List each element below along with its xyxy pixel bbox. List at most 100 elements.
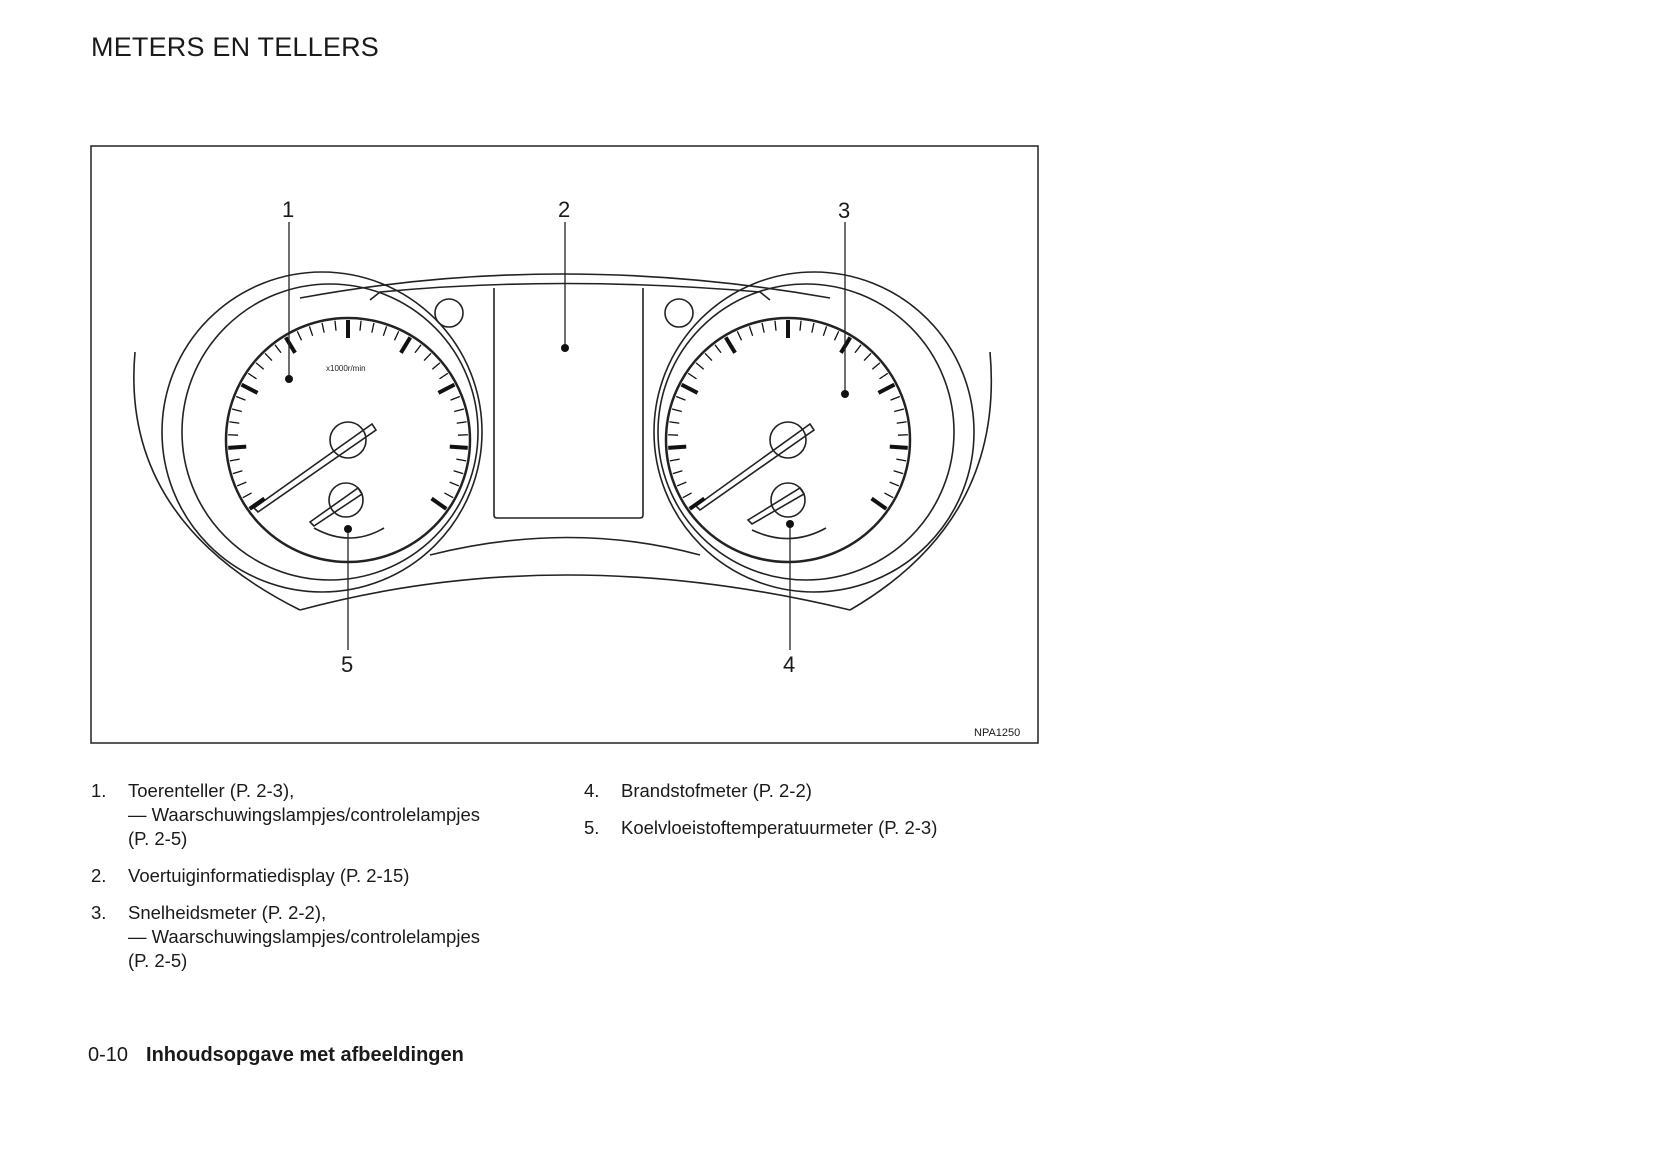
dial-tick <box>774 320 777 331</box>
dial-tick <box>456 421 467 424</box>
speedo-needle-hub <box>769 421 807 459</box>
tacho-unit-label: x1000r/min <box>326 364 366 373</box>
dial-tick <box>274 344 282 354</box>
page-number: 0-10 <box>88 1044 129 1066</box>
item-text: — Waarschuwingslampjes/controlelampjes <box>128 926 480 947</box>
dial-tick <box>232 470 243 475</box>
dial-tick <box>296 330 303 341</box>
dial-tick <box>308 326 314 337</box>
dial-tick <box>675 395 686 401</box>
legend-item: 3. Snelheidsmeter (P. 2-2), — Waarschuwi… <box>91 901 561 973</box>
figure-frame <box>90 145 1039 744</box>
dial-tick <box>242 492 252 499</box>
tacho-needle <box>252 422 378 514</box>
dial-tick <box>877 382 896 395</box>
dial-tick <box>871 362 881 370</box>
housing-bottom <box>299 574 851 611</box>
dial-tick <box>688 496 706 511</box>
dial-tick <box>255 362 265 370</box>
speedo-bezel-outer <box>653 271 975 593</box>
dial-tick <box>799 320 802 331</box>
item-number: 3. <box>91 902 107 923</box>
dial-tick <box>668 444 687 450</box>
dial-tick <box>444 492 454 499</box>
dial-tick <box>889 444 908 450</box>
dial-tick <box>231 408 242 413</box>
legend-left: 1. Toerenteller (P. 2-3), — Waarschuwing… <box>91 779 561 986</box>
dial-tick <box>439 372 449 380</box>
dial-tick <box>248 496 266 511</box>
dial-tick <box>822 326 828 337</box>
dial-tick <box>669 421 680 424</box>
section-title: Inhoudsopgave met afbeeldingen <box>146 1044 464 1066</box>
dial-tick <box>761 322 765 333</box>
dial-tick <box>431 362 441 370</box>
dial-tick <box>235 395 246 401</box>
legend-item: 4. Brandstofmeter (P. 2-2) <box>584 779 1044 803</box>
callout-dots <box>285 344 849 533</box>
fuel-scale <box>751 527 827 540</box>
item-number: 5. <box>584 817 600 838</box>
dial-tick <box>884 492 894 499</box>
dial-tick <box>811 322 815 333</box>
item-text: Toerenteller (P. 2-3), <box>128 780 295 801</box>
item-text: — Waarschuwingslampjes/controlelampjes <box>128 804 480 825</box>
callout-4: 4 <box>783 652 795 677</box>
dial-tick <box>393 330 400 341</box>
dial-tick <box>382 326 388 337</box>
cluster-drawing <box>133 271 993 611</box>
housing-left-edge <box>133 351 301 611</box>
page-footer: 0-10 Inhoudsopgave met afbeeldingen <box>88 1044 464 1067</box>
housing-bottom-inner <box>429 536 701 556</box>
dial-tick <box>449 481 460 487</box>
dial-tick <box>334 320 337 331</box>
legend-right: 4. Brandstofmeter (P. 2-2) 5. Koelvloeis… <box>584 779 1044 853</box>
dial-tick <box>896 421 907 424</box>
callout-5: 5 <box>341 652 353 677</box>
dial-tick <box>704 352 713 361</box>
dial-tick <box>854 344 862 354</box>
hood-top <box>369 282 771 301</box>
dial-tick <box>437 382 456 395</box>
legend-item: 1. Toerenteller (P. 2-3), — Waarschuwing… <box>91 779 561 851</box>
dial-tick <box>414 344 422 354</box>
indicator-lamp-left <box>434 298 464 328</box>
dial-tick <box>870 496 888 511</box>
dial-tick <box>423 352 432 361</box>
dial-tick <box>359 320 362 331</box>
item-text: Koelvloeistoftemperatuurmeter (P. 2-3) <box>621 817 938 838</box>
dial-tick <box>879 372 889 380</box>
dial-tick <box>676 481 687 487</box>
temp-needle-hub <box>328 482 364 518</box>
dial-tick <box>680 382 699 395</box>
dial-tick <box>236 481 247 487</box>
center-display <box>493 288 644 519</box>
dial-tick <box>894 408 905 413</box>
dial-tick <box>748 326 754 337</box>
dial-tick <box>321 322 325 333</box>
item-text: (P. 2-5) <box>128 950 188 971</box>
dial-tick <box>371 322 375 333</box>
indicator-lamp-right <box>664 298 694 328</box>
item-number: 2. <box>91 865 107 886</box>
dial-tick <box>833 330 840 341</box>
dial-tick <box>456 458 467 462</box>
dial-tick <box>229 458 240 462</box>
figure-code: NPA1250 <box>974 727 1021 739</box>
tacho-bezel-inner <box>181 283 479 581</box>
dial-tick <box>687 372 697 380</box>
dial-tick <box>672 470 683 475</box>
callout-3: 3 <box>838 198 850 223</box>
dial-tick <box>240 382 259 395</box>
item-text: Snelheidsmeter (P. 2-2), <box>128 902 327 923</box>
dial-tick <box>399 336 412 354</box>
legend-item: 2. Voertuiginformatiedisplay (P. 2-15) <box>91 864 561 888</box>
callout-1: 1 <box>282 197 294 222</box>
dial-tick <box>714 344 722 354</box>
housing-right-edge <box>849 351 993 611</box>
tacho-bezel-outer <box>161 271 483 593</box>
item-text: Voertuiginformatiedisplay (P. 2-15) <box>128 865 410 886</box>
dial-tick <box>284 336 297 354</box>
dial-tick <box>890 395 901 401</box>
dial-tick <box>896 458 907 462</box>
